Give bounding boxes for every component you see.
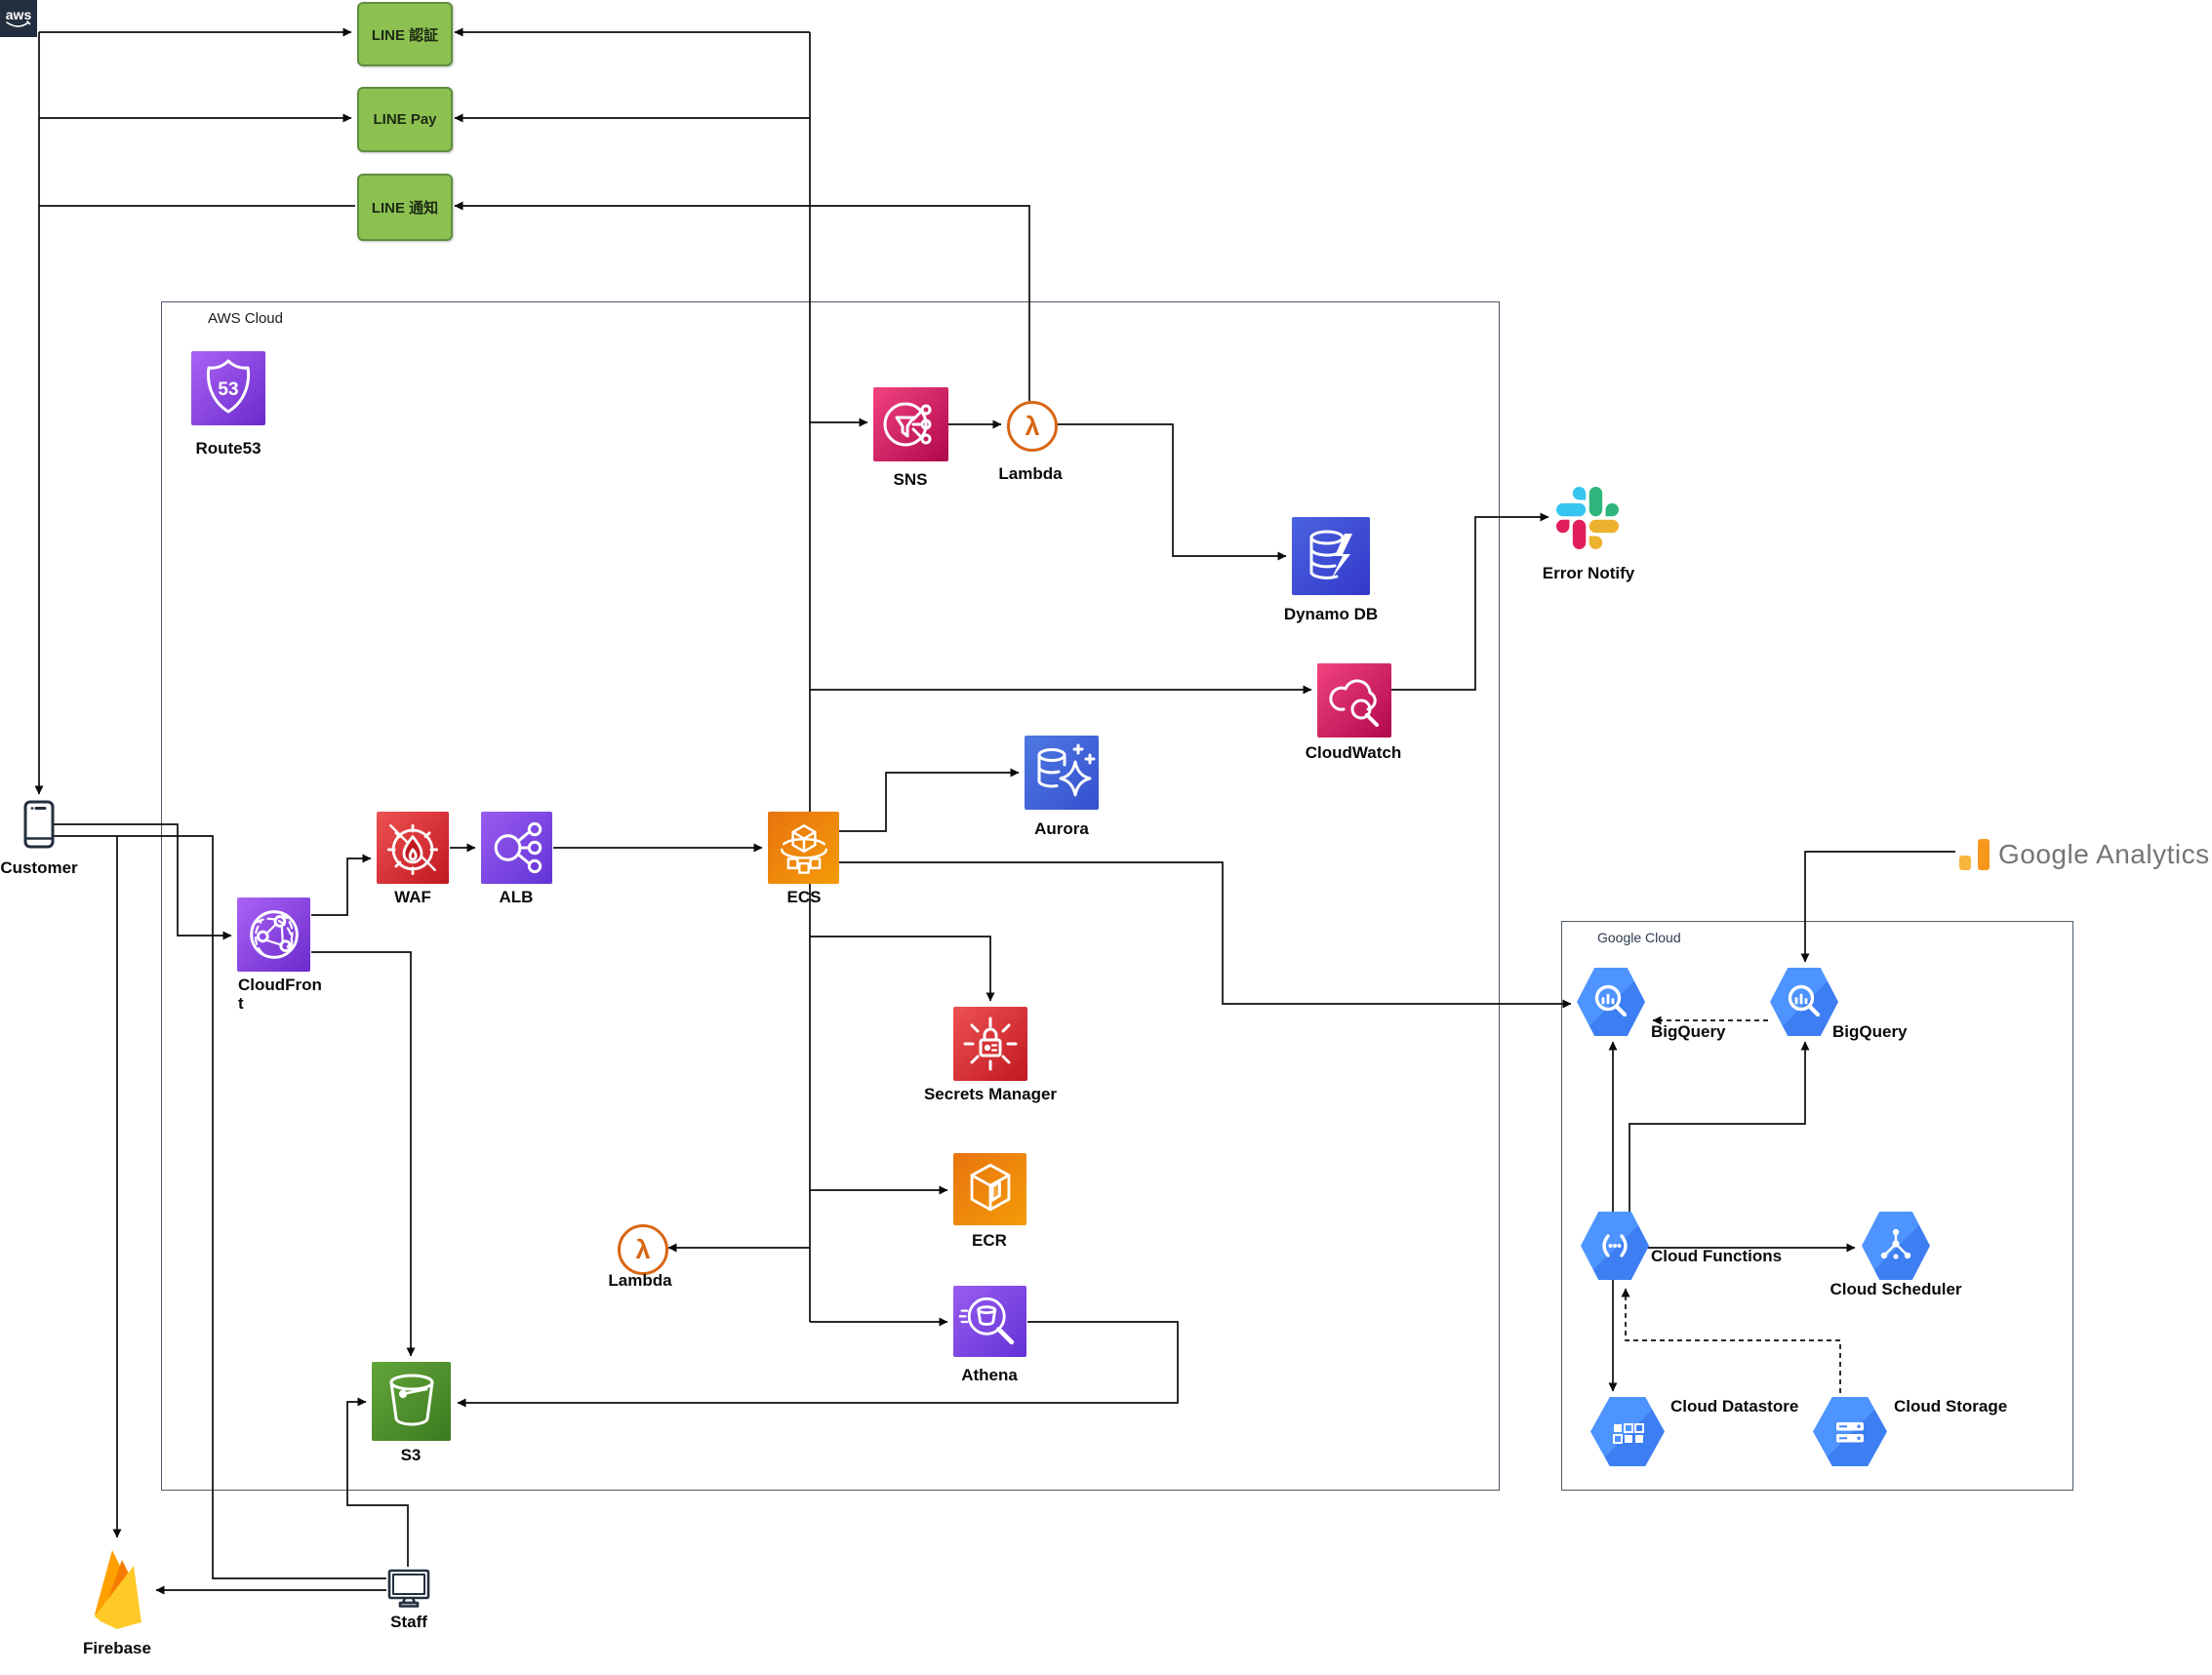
cloud-storage-label: Cloud Storage — [1894, 1397, 2008, 1416]
ecs-icon — [768, 812, 839, 884]
ecs-label: ECS — [786, 888, 822, 906]
line-pay-box: LINE Pay — [357, 87, 453, 152]
line-notify-box: LINE 通知 — [357, 174, 453, 241]
svg-text:53: 53 — [218, 379, 238, 400]
dynamodb-label: Dynamo DB — [1283, 605, 1379, 623]
line-auth-label: LINE 認証 — [371, 26, 439, 44]
s3-label: S3 — [400, 1446, 422, 1464]
route53-label: Route53 — [195, 439, 261, 458]
slack-icon — [1555, 486, 1620, 550]
sns-icon — [873, 387, 948, 461]
google-analytics-icon — [1957, 837, 1992, 872]
route53-icon: 53 — [191, 351, 265, 425]
lambda-sns-icon: λ — [1007, 401, 1058, 452]
line-notify-label: LINE 通知 — [371, 200, 439, 217]
cloud-scheduler-label: Cloud Scheduler — [1830, 1280, 1962, 1298]
edge-functions-bigquery-right — [1629, 1041, 1810, 1217]
bigquery-ga-label: BigQuery — [1832, 1022, 1908, 1041]
line-auth-box: LINE 認証 — [357, 2, 453, 66]
alb-icon — [481, 812, 552, 884]
firebase-label: Firebase — [83, 1639, 151, 1657]
s3-icon — [372, 1362, 451, 1441]
error-notify-label: Error Notify — [1542, 564, 1635, 582]
lambda-symbol: λ — [1025, 411, 1040, 441]
cloudwatch-label: CloudWatch — [1305, 743, 1402, 762]
edge-ecs-bigquery — [839, 861, 1572, 1009]
secrets-manager-label: Secrets Manager — [923, 1085, 1058, 1103]
aws-smile-icon — [6, 20, 31, 27]
cloudfront-icon — [237, 897, 310, 972]
edge-cloudfront-s3 — [311, 951, 416, 1357]
cloud-datastore-label: Cloud Datastore — [1670, 1397, 1799, 1416]
aurora-icon — [1025, 736, 1099, 810]
ecr-label: ECR — [972, 1231, 1007, 1250]
customer-label: Customer — [0, 858, 78, 877]
ecr-icon — [953, 1153, 1026, 1225]
dynamodb-icon — [1292, 517, 1370, 595]
google-cloud-title: Google Cloud — [1597, 930, 1681, 945]
edge-ga-bigquery — [1800, 851, 1955, 963]
edge-lambda-line-notify — [454, 201, 1030, 401]
secrets-manager-icon — [953, 1007, 1027, 1081]
bigquery-aws-label: BigQuery — [1651, 1022, 1726, 1041]
line-pay-label: LINE Pay — [373, 111, 437, 128]
waf-label: WAF — [394, 888, 431, 906]
firebase-icon — [86, 1544, 148, 1630]
aws-logo-text: aws — [5, 6, 32, 22]
edge-cloudwatch-errornotify — [1391, 512, 1549, 691]
edge-ecs-secretsmanager — [810, 936, 995, 1002]
lambda-sns-label: Lambda — [998, 464, 1063, 483]
lambda-symbol-2: λ — [635, 1234, 651, 1264]
aws-cloud-title: AWS Cloud — [208, 310, 283, 327]
edge-lambda-dynamodb — [1055, 423, 1287, 561]
cloudfront-label: CloudFront — [238, 976, 322, 1014]
customer-icon — [23, 800, 55, 849]
google-analytics-label: Google Analytics — [1998, 839, 2210, 869]
aws-cloud-container — [161, 301, 1500, 1491]
google-cloud-container — [1561, 921, 2073, 1491]
edge-storage-functions — [1621, 1288, 1841, 1393]
lambda-s3-label: Lambda — [608, 1271, 672, 1290]
edge-cloudfront-waf — [311, 854, 372, 916]
sns-label: SNS — [893, 470, 928, 489]
alb-label: ALB — [499, 888, 534, 906]
edge-customer-staff — [53, 835, 386, 1579]
edge-athena-s3 — [457, 1321, 1179, 1408]
athena-label: Athena — [961, 1366, 1018, 1384]
cloud-functions-label: Cloud Functions — [1651, 1247, 1783, 1265]
lambda-s3-icon: λ — [618, 1224, 668, 1275]
athena-icon — [953, 1286, 1026, 1357]
aurora-label: Aurora — [1034, 819, 1089, 838]
edge-staff-s3 — [346, 1397, 409, 1567]
staff-icon — [386, 1569, 431, 1610]
aws-logo: aws — [0, 0, 37, 37]
edge-customer-cloudfront — [53, 823, 232, 940]
waf-icon — [377, 812, 449, 884]
staff-label: Staff — [390, 1613, 427, 1631]
edge-ecs-aurora — [839, 768, 1020, 832]
cloudwatch-icon — [1317, 663, 1391, 738]
